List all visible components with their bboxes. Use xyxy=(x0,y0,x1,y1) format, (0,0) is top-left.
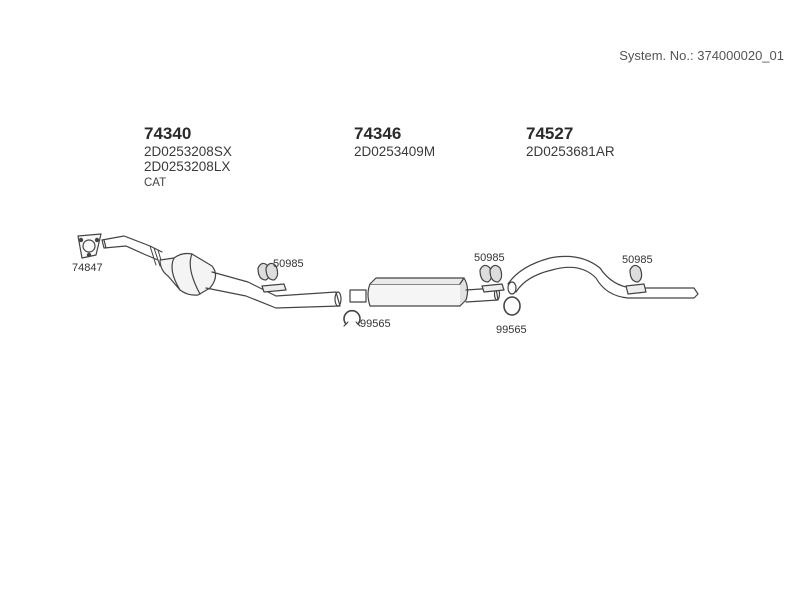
catalytic-converter xyxy=(101,235,342,309)
part-group-catalytic: 74340 2D0253208SX 2D0253208LX CAT xyxy=(144,124,232,190)
oem-reference: 2D0253681AR xyxy=(526,143,615,159)
flange-gasket xyxy=(77,233,102,259)
callout-clamp-middle: 50985 xyxy=(474,252,505,264)
clamp-50985-middle xyxy=(479,264,505,293)
callout-clamp-front: 50985 xyxy=(273,258,304,270)
oem-reference: 2D0253409M xyxy=(354,143,436,159)
part-number: 74527 xyxy=(526,124,574,143)
part-number: 74340 xyxy=(144,124,192,143)
part-number: 74346 xyxy=(354,124,402,143)
part-group-tail-pipe: 74527 2D0253681AR xyxy=(526,124,615,159)
system-number: System. No.: 374000020_01 xyxy=(619,48,784,63)
callout-clamp-rear: 50985 xyxy=(622,254,653,266)
callout-ring-rear: 99565 xyxy=(496,324,527,336)
ring-99565-rear xyxy=(503,296,521,316)
callout-ring-front: 99565 xyxy=(360,318,391,330)
part-group-middle-silencer: 74346 2D0253409M xyxy=(354,124,435,159)
clamp-50985-rear xyxy=(625,264,647,295)
oem-reference: 2D0253208SX xyxy=(144,143,232,159)
clamp-50985-front xyxy=(257,262,287,293)
middle-silencer xyxy=(349,277,501,307)
part-note: CAT xyxy=(144,176,167,189)
oem-reference: 2D0253208LX xyxy=(144,159,231,175)
ring-99565-front xyxy=(343,309,361,327)
tail-pipe xyxy=(507,255,699,299)
callout-gasket: 74847 xyxy=(72,262,103,274)
